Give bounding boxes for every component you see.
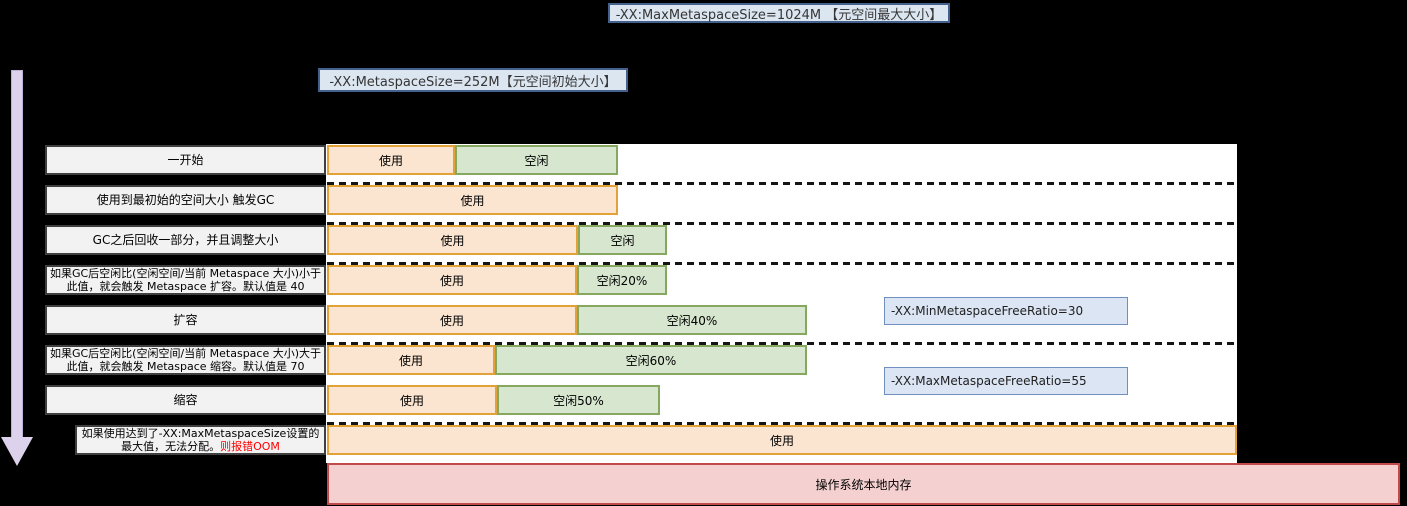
row-label: 如果GC后空闲比(空闲空间/当前 Metaspace 大小)大于此值，就会触发 … — [45, 345, 326, 375]
used-segment: 使用 — [327, 425, 1237, 455]
metaspace-size-label: -XX:MetaspaceSize=252M【元空间初始大小】 — [318, 68, 628, 92]
max-metaspace-free-ratio-note: -XX:MaxMetaspaceFreeRatio=55 — [884, 367, 1128, 395]
free-segment: 空闲20% — [577, 265, 667, 295]
row-label-text: 如果GC后空闲比(空闲空间/当前 Metaspace 大小)小于此值，就会触发 … — [49, 267, 322, 293]
capacity-guide-dashed-line — [327, 422, 1237, 425]
timeline-arrow-head-icon — [1, 437, 33, 466]
capacity-guide-dashed-line — [327, 262, 1237, 265]
row-label-text: 如果使用达到了-XX:MaxMetaspaceSize设置的最大值，无法分配。 — [81, 427, 320, 453]
used-segment: 使用 — [327, 345, 495, 375]
row-label-text: 如果GC后空闲比(空闲空间/当前 Metaspace 大小)大于此值，就会触发 … — [49, 347, 322, 373]
used-segment: 使用 — [327, 145, 455, 175]
free-segment: 空闲50% — [497, 385, 660, 415]
capacity-guide-dashed-line — [327, 182, 1237, 185]
row-label-text: 使用到最初始的空间大小 触发GC — [96, 192, 275, 207]
timeline-arrow-shaft — [11, 70, 23, 438]
free-segment: 空闲60% — [495, 345, 807, 375]
oom-error-text: 则报错OOM — [220, 440, 280, 453]
capacity-guide-dashed-line — [327, 222, 1237, 225]
row-label: 如果使用达到了-XX:MaxMetaspaceSize设置的最大值，无法分配。则… — [75, 425, 326, 455]
free-segment: 空闲 — [578, 225, 667, 255]
row-label: 一开始 — [45, 145, 326, 175]
row-label-text: GC之后回收一部分，并且调整大小 — [92, 232, 279, 247]
max-metaspace-size-label: -XX:MaxMetaspaceSize=1024M 【元空间最大大小】 — [608, 3, 950, 23]
row-label-text: 扩容 — [173, 312, 198, 327]
row-label-text: 一开始 — [167, 152, 204, 167]
row-label: GC之后回收一部分，并且调整大小 — [45, 225, 326, 255]
used-segment: 使用 — [327, 225, 578, 255]
free-segment: 空闲 — [455, 145, 618, 175]
row-label-text: 缩容 — [173, 392, 198, 407]
row-label: 如果GC后空闲比(空闲空间/当前 Metaspace 大小)小于此值，就会触发 … — [45, 265, 326, 295]
row-label: 扩容 — [45, 305, 326, 335]
row-label: 使用到最初始的空间大小 触发GC — [45, 185, 326, 215]
os-native-memory-bar: 操作系统本地内存 — [327, 463, 1400, 505]
used-segment: 使用 — [327, 265, 577, 295]
row-label: 缩容 — [45, 385, 326, 415]
used-segment: 使用 — [327, 385, 497, 415]
min-metaspace-free-ratio-note: -XX:MinMetaspaceFreeRatio=30 — [884, 297, 1128, 325]
capacity-guide-dashed-line — [327, 342, 1237, 345]
used-segment: 使用 — [327, 185, 618, 215]
free-segment: 空闲40% — [577, 305, 807, 335]
used-segment: 使用 — [327, 305, 577, 335]
